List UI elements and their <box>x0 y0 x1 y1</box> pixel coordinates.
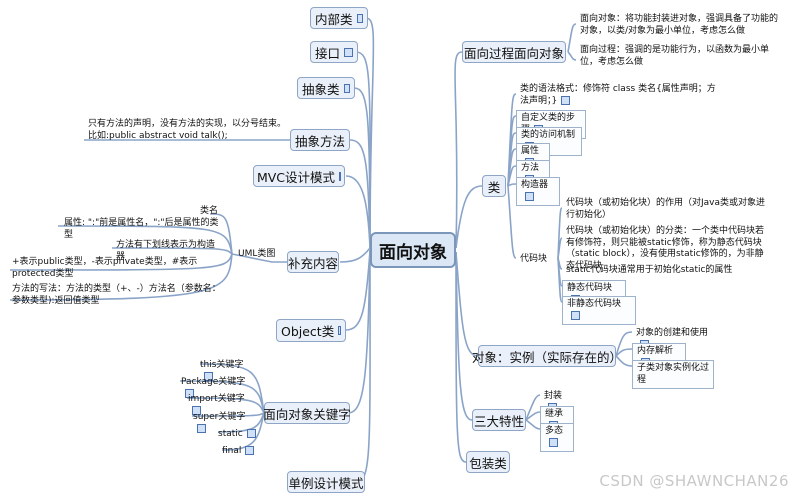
note-icon <box>344 47 353 57</box>
topic-supplement[interactable]: 补充内容 <box>287 251 339 273</box>
uml-label[interactable]: UML类图 <box>238 249 276 259</box>
topic-object[interactable]: 对象：实例（实际存在的） <box>472 345 622 367</box>
uml-item-class-name: 类名 <box>200 206 219 216</box>
keyword-item[interactable]: this关键字 <box>196 358 260 385</box>
note-icon <box>525 191 534 201</box>
topic-keywords[interactable]: 面向对象关键字 <box>263 402 351 424</box>
uml-item-attribute: 属性: ":"前是属性名，":"后是属性的类型 <box>64 218 219 240</box>
topic-interface-label: 接口 <box>315 45 341 61</box>
topic-object-label: 对象：实例（实际存在的） <box>472 349 623 365</box>
link-center-keywords <box>347 249 371 414</box>
keyword-item[interactable]: static <box>214 427 260 443</box>
note-icon <box>192 405 201 415</box>
keyword-item[interactable]: Package关键字 <box>177 375 261 402</box>
topic-interface[interactable]: 接口 <box>310 41 358 63</box>
topic-inner-class[interactable]: 内部类 <box>310 7 368 29</box>
oop-definition: 面向对象：将功能封装进对象，强调具备了功能的对象，以类/对象为最小单位，考虑怎么… <box>580 14 779 36</box>
central-topic[interactable]: 面向对象 <box>370 232 456 268</box>
code-block-purpose: 代码块（或初始化块）的作用（对Java类或对象进行初始化） <box>566 198 766 220</box>
topic-mvc-label: MVC设计模式 <box>256 169 336 185</box>
note-icon <box>549 437 558 447</box>
static-block-usage: static代码块通常用于初始化static的属性 <box>566 265 733 275</box>
link-center-object <box>455 251 479 357</box>
note-icon <box>197 423 206 433</box>
note-icon <box>339 171 342 181</box>
code-block-label[interactable]: 代码块 <box>520 254 548 264</box>
link-center-mvc <box>345 175 371 249</box>
note-icon <box>246 429 256 438</box>
link-center-oop <box>454 51 463 249</box>
topic-features-label: 三大特性 <box>474 413 525 429</box>
code-block-classification: 代码块（或初始化块）的分类：一个类中代码块若有修饰符，则只能被static修饰，… <box>566 226 765 271</box>
topic-wrapper-class[interactable]: 包装类 <box>466 451 510 473</box>
note-icon <box>338 326 341 335</box>
keyword-item[interactable]: super关键字 <box>189 410 261 437</box>
topic-singleton[interactable]: 单例设计模式 <box>287 471 365 493</box>
topic-abstract-method[interactable]: 抽象方法 <box>290 129 350 151</box>
topic-supplement-label: 补充内容 <box>288 255 339 271</box>
class-syntax[interactable]: 类的语法格式：修饰符 class 类名{属性声明；方法声明；} <box>520 84 716 106</box>
link-center-wrapper <box>455 251 467 463</box>
topic-abstract-class[interactable]: 抽象类 <box>297 77 355 99</box>
uml-item-visibility: +表示public类型，-表示private类型，#表示protected类型 <box>12 257 198 279</box>
topic-oop-pop[interactable]: 面向过程面向对象 <box>462 41 566 63</box>
link-center-abstract-class <box>353 87 371 249</box>
pop-definition: 面向过程：强调的是功能行为，以函数为最小单位，考虑怎么做 <box>580 45 770 67</box>
uml-item-method-format: 方法的写法：方法的类型（+、-）方法名（参数名：参数类型):返回值类型 <box>12 284 221 306</box>
topic-mvc[interactable]: MVC设计模式 <box>253 165 345 187</box>
topic-keywords-label: 面向对象关键字 <box>263 406 351 422</box>
abstract-method-note: 只有方法的声明，没有方法的实现，以分号结束。比如:public abstract… <box>88 119 287 141</box>
non-static-code-block[interactable]: 非静态代码块 <box>562 296 636 325</box>
note-icon <box>356 13 363 23</box>
topic-oop-pop-label: 面向过程面向对象 <box>464 45 565 61</box>
topic-class[interactable]: 类 <box>482 175 506 197</box>
watermark: CSDN @SHAWNCHAN26 <box>599 472 789 490</box>
note-icon <box>343 83 350 93</box>
note-icon <box>561 95 571 105</box>
note-icon <box>204 371 213 381</box>
topic-wrapper-class-label: 包装类 <box>469 455 507 471</box>
note-icon <box>245 446 255 455</box>
topic-object-class[interactable]: Object类 <box>276 319 346 342</box>
link-center-object-class <box>345 249 371 331</box>
uml-item-constructor: 方法有下划线表示为构造器 <box>116 240 216 262</box>
object-item: 子类对象实例化过程 <box>632 360 714 389</box>
topic-inner-class-label: 内部类 <box>315 11 353 27</box>
link-center-class <box>455 185 483 249</box>
keyword-item[interactable]: import关键字 <box>184 392 260 419</box>
link-center-abstract-method <box>349 139 371 249</box>
class-item[interactable]: 构造器 <box>516 177 560 206</box>
note-icon <box>185 388 194 398</box>
topic-singleton-label: 单例设计模式 <box>288 475 364 491</box>
topic-features[interactable]: 三大特性 <box>472 409 526 431</box>
link-center-singleton <box>355 249 371 483</box>
note-icon <box>571 310 580 320</box>
feature-item[interactable]: 多态 <box>540 423 574 452</box>
link-center-supplement <box>339 247 371 263</box>
topic-abstract-method-label: 抽象方法 <box>295 133 346 149</box>
topic-class-label: 类 <box>487 179 501 195</box>
topic-object-class-label: Object类 <box>281 324 335 339</box>
keyword-item[interactable]: final <box>218 444 260 460</box>
topic-abstract-class-label: 抽象类 <box>302 81 340 97</box>
